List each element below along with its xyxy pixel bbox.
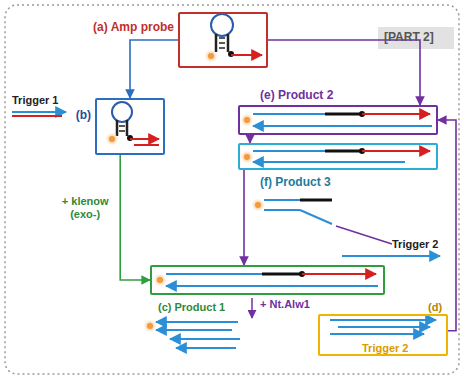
enzyme-label: + Nt.Alw1 bbox=[260, 298, 310, 311]
duplex-strand bbox=[241, 111, 432, 126]
connector-arrow bbox=[438, 120, 456, 331]
part-tag-text: [PART 2] bbox=[384, 31, 434, 44]
connector-arrow bbox=[243, 170, 245, 265]
hairpin-probe-bound bbox=[106, 102, 159, 145]
node-heading: (c) Product 1 bbox=[158, 300, 225, 314]
text-wrap: (e) Product 2 bbox=[260, 88, 333, 102]
node-heading: (b) bbox=[76, 108, 91, 122]
hairpin-probe bbox=[205, 14, 262, 62]
text-wrap: (a) Amp probe bbox=[93, 20, 174, 34]
trigger-box: (d)Trigger 2 bbox=[318, 314, 448, 356]
node-heading: (f) Product 3 bbox=[260, 175, 331, 189]
text-wrap: (d) bbox=[428, 300, 442, 314]
text-wrap: (b) bbox=[76, 108, 91, 122]
trigger-label: Trigger 2 bbox=[392, 238, 438, 251]
enzyme-label: + Nt.Alw1 bbox=[260, 298, 310, 311]
text-wrap: (c) Product 1 bbox=[158, 300, 225, 314]
text-wrap: Trigger 2 bbox=[362, 341, 408, 355]
connector-arrow bbox=[120, 155, 150, 280]
part-tag-text: [PART 2] bbox=[384, 31, 434, 44]
part-tag bbox=[378, 27, 454, 49]
product-box: (e) Product 2 bbox=[238, 105, 438, 135]
node-heading: (e) Product 2 bbox=[260, 88, 333, 102]
trigger-1-strand bbox=[12, 112, 66, 116]
edge-label-wrap: + klenow (exo-) bbox=[56, 195, 114, 221]
trigger-label: Trigger 1 bbox=[12, 94, 58, 107]
node-text: Trigger 2 bbox=[362, 341, 408, 355]
trigger-2-strands bbox=[330, 320, 436, 334]
released-strands bbox=[144, 320, 240, 348]
probe-box: (a) Amp probe bbox=[178, 12, 268, 68]
reagent-label: + klenow (exo-) bbox=[56, 195, 114, 221]
product-box: (f) Product 3 bbox=[238, 143, 438, 170]
node-heading: (d) bbox=[428, 300, 442, 314]
connector-arrow bbox=[249, 135, 251, 143]
duplex-strand bbox=[241, 148, 430, 163]
text-wrap: (f) Product 3 bbox=[260, 175, 331, 189]
trigger-label: Trigger 1 bbox=[12, 94, 58, 107]
connector-arrow bbox=[130, 40, 178, 98]
product-box: (c) Product 1 bbox=[150, 265, 385, 295]
nicked-strand bbox=[252, 199, 440, 256]
duplex-strand bbox=[154, 271, 378, 286]
node-heading: (a) Amp probe bbox=[93, 20, 174, 34]
trigger-label: Trigger 2 bbox=[392, 238, 438, 251]
outer-frame bbox=[5, 5, 459, 374]
step-box: (b) bbox=[95, 98, 165, 155]
nicking-arrow bbox=[251, 298, 253, 318]
